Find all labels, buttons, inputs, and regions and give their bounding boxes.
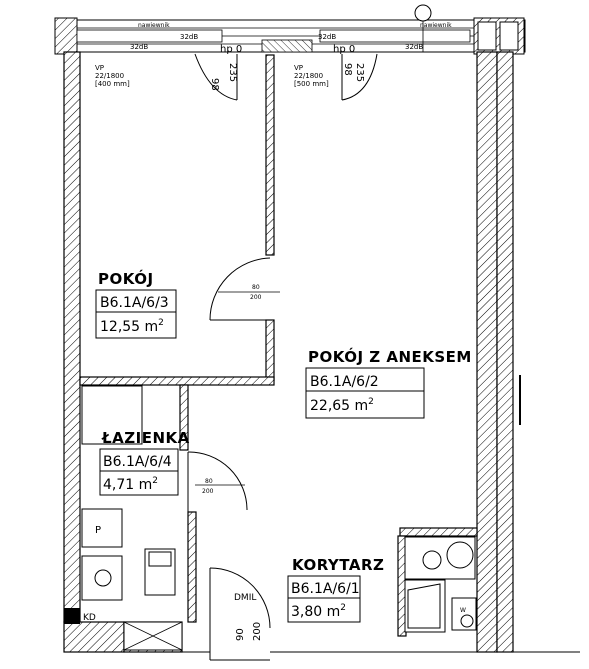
acoustic-label-4: 32dB — [405, 43, 423, 51]
wardrobe — [81, 385, 143, 445]
svg-text:[500 mm]: [500 mm] — [294, 80, 329, 88]
entrance-width: 90 — [235, 628, 246, 641]
room-korytarz: KORYTARZ B6.1A/6/1 3,80 m2 — [287, 556, 384, 623]
nawiewnik-label-1: nawiewnik — [138, 22, 170, 29]
sill-98-left: 98 — [209, 78, 220, 91]
acoustic-label-1: 32dB — [130, 43, 148, 51]
wall-pokoj-bottom — [79, 376, 275, 386]
room-korytarz-name: KORYTARZ — [292, 556, 384, 574]
wall-corridor-top — [399, 527, 478, 537]
wall-left — [63, 51, 81, 623]
entrance-height: 200 — [252, 622, 263, 641]
bath-cabinet — [81, 508, 123, 548]
room-aneks-code: B6.1A/6/2 — [310, 374, 379, 390]
room-lazienka-code: B6.1A/6/4 — [103, 454, 172, 470]
svg-text:22/1800: 22/1800 — [95, 72, 124, 80]
room-korytarz-code: B6.1A/6/1 — [291, 581, 360, 597]
room-lazienka-area: 4,71 m2 — [103, 476, 158, 493]
w-symbol: W — [460, 607, 466, 614]
wall-right — [476, 51, 498, 653]
wall-pier-center — [261, 39, 313, 53]
sill-98-right: 98 — [342, 63, 353, 76]
svg-text:22/1800: 22/1800 — [294, 72, 323, 80]
room-korytarz-box — [287, 575, 361, 623]
wall-right-outer — [496, 51, 514, 653]
room-lazienka-box — [99, 448, 179, 496]
window-swing-right — [341, 53, 378, 101]
room-aneks-area: 22,65 m2 — [310, 397, 374, 414]
sill-235-right: 235 — [354, 63, 365, 82]
window-sash-left — [76, 29, 223, 43]
svg-text:[400 mm]: [400 mm] — [95, 80, 130, 88]
washbasin — [81, 555, 123, 601]
north-marker — [414, 4, 432, 22]
kitchen-sink — [404, 536, 476, 580]
wall-partition-lower — [265, 319, 275, 381]
window-strip: nawiewnik nawiewnik 32dB 32dB 32dB 32dB … — [54, 4, 526, 55]
svg-text:VP: VP — [294, 64, 303, 72]
door-lazienka-width: 80 — [205, 478, 213, 485]
washer — [451, 597, 477, 631]
room-pokoj: POKÓJ B6.1A/6/3 12,55 m2 — [95, 269, 177, 339]
vent-label-1: VP 22/1800 [400 mm] — [95, 64, 130, 88]
room-aneks-name: POKÓJ Z ANEKSEM — [308, 347, 472, 366]
entrance-label: DMIL — [234, 593, 256, 603]
fridge — [404, 579, 446, 633]
wall-bath-right-upper — [179, 384, 189, 451]
p-symbol: P — [95, 525, 101, 536]
kd-label: KD — [83, 613, 96, 623]
room-lazienka-name: ŁAZIENKA — [101, 429, 190, 447]
nawiewnik-label-2: nawiewnik — [420, 22, 452, 29]
room-pokoj-name: POKÓJ — [98, 269, 154, 288]
window-jamb-left — [54, 17, 78, 55]
room-pokoj-box — [95, 289, 177, 339]
window-swing-left — [194, 53, 238, 101]
door-lazienka-height: 200 — [202, 488, 214, 495]
window-sash-right — [319, 29, 471, 43]
wall-bottom-left — [63, 621, 125, 653]
svg-text:VP: VP — [95, 64, 104, 72]
sill-height-label-1: hp 0 — [220, 44, 242, 55]
door-lazienka[interactable] — [187, 451, 248, 512]
door-pokoj-width: 80 — [252, 284, 260, 291]
toilet — [144, 548, 176, 596]
sill-height-label-2: hp 0 — [333, 44, 355, 55]
room-pokoj-z-aneksem: POKÓJ Z ANEKSEM B6.1A/6/2 22,65 m2 — [305, 347, 472, 419]
room-korytarz-area: 3,80 m2 — [291, 603, 346, 620]
sill-235-left: 235 — [227, 63, 238, 82]
kd-box — [64, 608, 80, 624]
door-pokoj-height: 200 — [250, 294, 262, 301]
room-aneks-box — [305, 367, 425, 419]
door-pokoj[interactable] — [209, 257, 280, 321]
room-pokoj-code: B6.1A/6/3 — [100, 295, 169, 311]
room-pokoj-area: 12,55 m2 — [100, 318, 164, 335]
acoustic-label-3: 32dB — [318, 33, 336, 41]
wall-bath-right-lower — [187, 511, 197, 623]
vent-label-2: VP 22/1800 [500 mm] — [294, 64, 329, 88]
acoustic-label-2: 32dB — [180, 33, 198, 41]
entrance-door[interactable] — [209, 567, 271, 661]
room-lazienka: ŁAZIENKA B6.1A/6/4 4,71 m2 — [99, 429, 190, 496]
wall-partition-upper — [265, 54, 275, 256]
